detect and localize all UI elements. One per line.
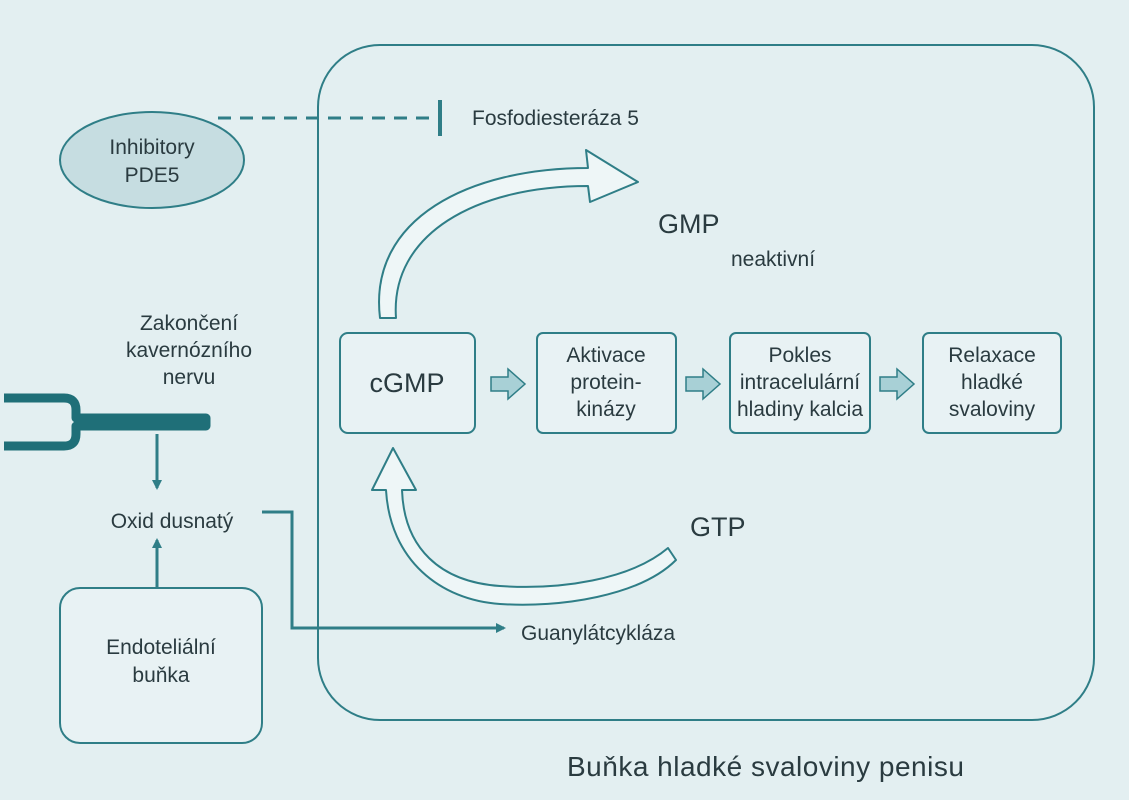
smooth-muscle-cell-boundary [317, 44, 1095, 721]
nerve-ending-label-line3: nervu [163, 366, 216, 389]
calcium-decrease-label-line1: Pokles [768, 344, 831, 367]
endothelial-cell-label-line1: Endoteliální [106, 636, 216, 659]
nerve-terminal-shape [4, 393, 211, 451]
gmp-inactive-label: neaktivní [731, 248, 815, 271]
kinase-activation-label-line3: kinázy [576, 398, 636, 421]
pde5-inhibitor-ellipse [59, 111, 245, 209]
pde5-inhibitor-label-line2: PDE5 [125, 164, 180, 187]
nitric-oxide-label: Oxid dusnatý [111, 510, 234, 533]
calcium-decrease-label-line2: intracelulární [740, 371, 860, 394]
cgmp-box [339, 332, 476, 434]
relaxation-label-line1: Relaxace [948, 344, 1036, 367]
kinase-activation-label-line2: protein- [570, 371, 641, 394]
cgmp-label: cGMP [369, 368, 444, 398]
cell-caption: Buňka hladké svaloviny penisu [567, 751, 964, 782]
cgmp-to-kinase-arrow [490, 367, 527, 401]
cgmp-to-gmp-curved-arrow [378, 149, 639, 319]
kinase-to-calcium-arrow [685, 367, 722, 401]
relaxation-box [922, 332, 1062, 434]
kinase-activation-box [536, 332, 677, 434]
pde5-inhibitor-label-line1: Inhibitory [109, 136, 195, 159]
guanylate-cyclase-label: Guanylátcykláza [521, 622, 675, 645]
nerve-ending-label-line2: kavernózního [126, 339, 252, 362]
endothelial-cell-box [59, 587, 263, 744]
relaxation-label-line3: svaloviny [949, 398, 1036, 421]
kinase-activation-label-line1: Aktivace [566, 344, 645, 367]
relaxation-label-line2: hladké [961, 371, 1023, 394]
gmp-label: GMP [658, 209, 720, 239]
gtp-label: GTP [690, 512, 746, 542]
calcium-decrease-box [729, 332, 871, 434]
calcium-to-relax-arrow [879, 367, 916, 401]
no-to-guanylate-connector [262, 510, 506, 633]
calcium-decrease-label-line3: hladiny kalcia [737, 398, 863, 421]
nerve-ending-label-line1: Zakončení [140, 312, 238, 335]
gtp-to-cgmp-curved-arrow [371, 447, 677, 606]
pde5-enzyme-label: Fosfodiesteráza 5 [472, 107, 639, 130]
endothelial-cell-label-line2: buňka [132, 664, 190, 687]
